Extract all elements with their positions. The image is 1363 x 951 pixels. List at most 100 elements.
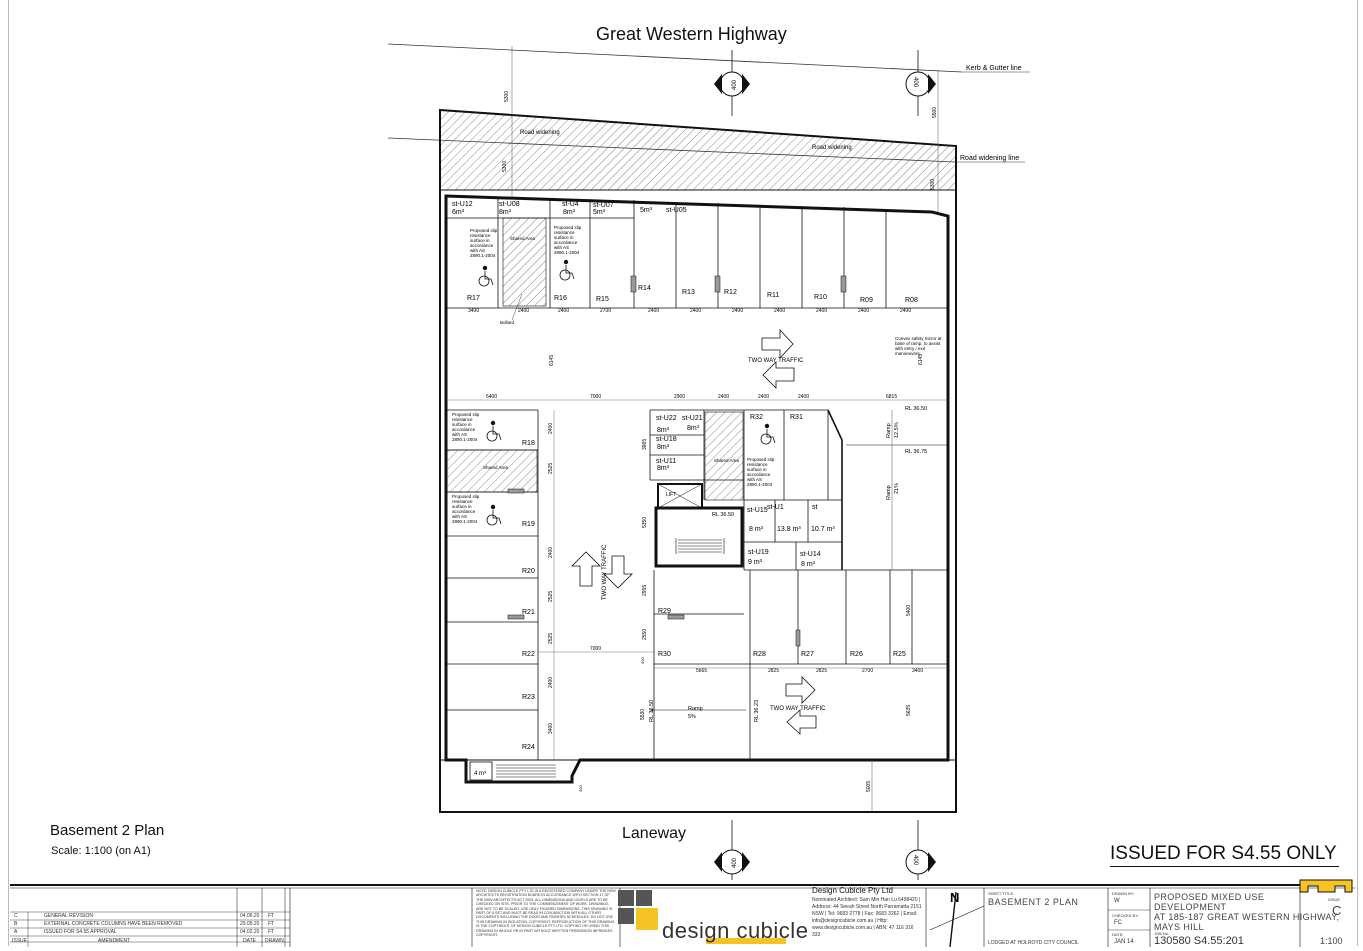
street-label-great-western-highway: Great Western Highway [596, 24, 787, 44]
traffic-arrow-left [762, 361, 795, 389]
traffic-arrow-right [761, 328, 794, 360]
road-widening-line-label: Road widening line [960, 155, 1019, 162]
svg-text:surface in: surface in [452, 422, 472, 427]
accessible-bay-icon [486, 420, 502, 442]
svg-text:2525: 2525 [548, 633, 554, 644]
svg-text:accordance: accordance [554, 240, 578, 245]
plan-title: Basement 2 Plan [50, 822, 165, 839]
svg-text:accordance: accordance [470, 243, 494, 248]
revision-date: 29.05.20 [240, 921, 260, 927]
svg-text:Shared Area: Shared Area [510, 236, 536, 241]
svg-text:5005: 5005 [866, 781, 872, 792]
svg-text:resistance: resistance [452, 417, 473, 422]
bay-r25: R25 [893, 651, 906, 658]
shared-area-left [446, 449, 538, 493]
bay-r26: R26 [850, 651, 863, 658]
svg-text:2400: 2400 [548, 677, 554, 688]
revision-amendment: ISSUED FOR S4.55 APPROVAL [44, 929, 117, 935]
svg-text:8m³: 8m³ [657, 444, 670, 451]
svg-text:5m³: 5m³ [593, 209, 606, 216]
logo-wordmark: design cubicle [662, 918, 809, 943]
storage-st-u12: st-U12 [452, 201, 473, 208]
svg-text:Ramp: Ramp [688, 706, 703, 712]
bay-r17: R17 [467, 295, 480, 302]
date: JAN 14 [1114, 939, 1134, 945]
svg-text:RL 36.50: RL 36.50 [649, 700, 655, 722]
project-line-2: DEVELOPMENT [1154, 902, 1227, 912]
bay-r15: R15 [596, 296, 609, 303]
revision-drawn: FT [268, 929, 275, 935]
svg-text:2700: 2700 [862, 668, 873, 674]
project-line-1: PROPOSED MIXED USE [1154, 892, 1265, 902]
bay-r19: R19 [522, 521, 535, 528]
traffic-arrow-right [785, 676, 816, 704]
svg-text:6m³: 6m³ [452, 209, 465, 216]
svg-text:surface in: surface in [470, 238, 490, 243]
svg-text:2400: 2400 [558, 308, 569, 314]
svg-text:Ramp: Ramp [886, 485, 892, 500]
svg-text:Proposed slip: Proposed slip [452, 494, 480, 499]
accessible-bay-icon [478, 265, 494, 287]
svg-text:Proposed slip: Proposed slip [470, 228, 498, 233]
scale-ratio: 1:100 [1320, 936, 1343, 946]
svg-text:8m³: 8m³ [657, 427, 670, 434]
storage-st-u15: st-U15 [747, 507, 768, 514]
street-label-laneway: Laneway [622, 825, 687, 842]
ramp-wall [827, 409, 843, 570]
bay-r21: R21 [522, 609, 535, 616]
svg-text:base of ramp, to assist: base of ramp, to assist [895, 341, 941, 346]
storage-st-u08: st-U08 [499, 201, 520, 208]
revision-amendment: GENERAL REVISION [44, 913, 93, 919]
svg-text:resistance: resistance [470, 233, 491, 238]
svg-text:Convex safety mirror at: Convex safety mirror at [895, 336, 942, 341]
svg-text:8m³: 8m³ [563, 209, 576, 216]
notes-heading: NOTE: [476, 889, 487, 893]
road-widening-label-1: Road widening [520, 130, 560, 136]
traffic-arrow-down [603, 555, 633, 589]
svg-text:2400: 2400 [774, 308, 785, 314]
svg-text:4 m³: 4 m³ [474, 771, 486, 777]
svg-text:5350: 5350 [642, 517, 648, 528]
road-widening-label-2: Road widening [812, 145, 852, 151]
svg-text:6145: 6145 [549, 355, 555, 366]
bay-r12: R12 [724, 289, 737, 296]
svg-text:2400: 2400 [732, 308, 743, 314]
revision-issue: A [14, 929, 18, 935]
svg-text:7000: 7000 [590, 646, 601, 652]
storage-st-u4: st-U4 [562, 201, 579, 208]
svg-text:with AS: with AS [452, 432, 467, 437]
issued-stamp: ISSUED FOR S4.55 ONLY [1110, 843, 1339, 867]
svg-text:2400: 2400 [900, 308, 911, 314]
storage-st-u05: st-U05 [666, 207, 687, 214]
svg-text:8 m³: 8 m³ [801, 561, 816, 568]
bay-r10: R10 [814, 294, 827, 301]
storage-st-u18: st-U18 [656, 436, 677, 443]
svg-text:resistance: resistance [452, 499, 473, 504]
plan-scale: Scale: 1:100 (on A1) [51, 845, 151, 857]
bay-r11: R11 [767, 292, 779, 299]
svg-text:2890.1-2004: 2890.1-2004 [747, 482, 773, 487]
svg-text:Proposed slip: Proposed slip [554, 225, 582, 230]
svg-text:2550: 2550 [642, 629, 648, 640]
drawing-notes: NOTE: DESIGN CUBICLE PTY LTD IS A REGIST… [476, 889, 616, 937]
section-marker-a-top: 400 [714, 50, 750, 116]
svg-text:resistance: resistance [747, 462, 768, 467]
section-marker-a-bottom: 400 [714, 820, 750, 880]
revision-header-issue: ISSUE [12, 938, 28, 944]
issue-letter: C [1332, 903, 1342, 918]
design-cubicle-logo [616, 888, 796, 946]
revision-drawn: FT [268, 921, 275, 927]
svg-text:5m³: 5m³ [640, 207, 653, 214]
svg-text:6145: 6145 [918, 354, 924, 365]
bay-r09: R09 [860, 297, 873, 304]
checked-by-label: CHECKED BY: [1112, 913, 1139, 918]
project-line-4: MAYS HILL [1154, 922, 1204, 932]
svg-text:300: 300 [640, 657, 645, 664]
bay-r29: R29 [658, 608, 671, 615]
svg-text:Shared Area: Shared Area [714, 458, 740, 463]
drawn-by-label: DRAWN BY: [1112, 891, 1135, 896]
two-way-traffic-label-top: TWO WAY TRAFFIC [748, 358, 804, 364]
svg-text:5300: 5300 [502, 161, 508, 172]
svg-text:2400: 2400 [858, 308, 869, 314]
svg-text:8m³: 8m³ [499, 209, 512, 216]
